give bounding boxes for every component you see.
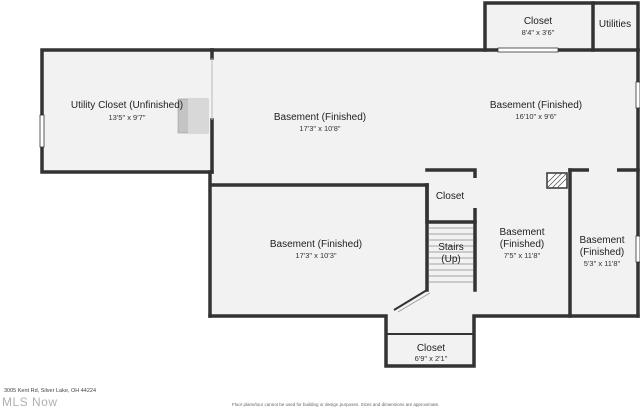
window-right-top xyxy=(635,81,640,109)
closet-bottom-dims: 6'9" x 2'1" xyxy=(415,354,448,363)
stair-treads xyxy=(429,227,473,283)
closet-top-name: Closet xyxy=(524,16,553,27)
walls xyxy=(40,1,640,368)
basement-5-name-line2: (Finished) xyxy=(580,247,624,258)
utility-closet-dims: 13'5" x 9'7" xyxy=(109,113,146,122)
wall-bottom xyxy=(208,314,640,368)
address-text: 3005 Kent Rd, Silver Lake, OH 44224 xyxy=(4,388,97,394)
basement-2-dims: 16'10" x 9'6" xyxy=(515,112,556,121)
room-labels: Utility Closet (Unfinished) 13'5" x 9'7"… xyxy=(71,16,631,363)
utility-equipment xyxy=(177,58,213,134)
door-closet-mid xyxy=(473,178,477,208)
closet-top-floor xyxy=(485,3,593,50)
windows xyxy=(39,47,640,263)
closet-bottom-name: Closet xyxy=(417,343,446,354)
disclaimer-text: Floor plans/tour cannot be used for buil… xyxy=(232,402,440,407)
window-utility-left xyxy=(39,114,45,148)
utilities-floor xyxy=(593,3,638,50)
basement-5-dims: 5'3" x 11'8" xyxy=(584,259,621,268)
stairs-name-line1: Stairs xyxy=(438,242,464,253)
basement-4-name-line2: (Finished) xyxy=(500,239,544,250)
window-right-bottom xyxy=(635,235,640,263)
door-basement5-top xyxy=(589,168,617,172)
window-closet-top-bottom xyxy=(497,47,559,53)
utility-closet-name: Utility Closet (Unfinished) xyxy=(71,100,183,111)
column-hatch xyxy=(546,172,568,189)
basement-1-name: Basement (Finished) xyxy=(274,112,366,123)
watermark-text: MLS Now xyxy=(2,395,58,409)
closet-top-dims: 8'4" x 3'6" xyxy=(522,28,555,37)
basement-5-name-line1: Basement xyxy=(579,235,624,246)
main-basement-floor xyxy=(210,50,638,366)
closet-mid-name: Closet xyxy=(436,191,465,202)
basement-4-dims: 7'5" x 11'8" xyxy=(504,251,541,260)
doorways xyxy=(473,168,617,208)
stair-angled-wall xyxy=(393,289,428,311)
wall-closet-top xyxy=(483,1,640,52)
basement-3-name: Basement (Finished) xyxy=(270,239,362,250)
utilities-name: Utilities xyxy=(599,19,631,30)
basement-3-dims: 17'3" x 10'3" xyxy=(295,251,336,260)
basement-2-name: Basement (Finished) xyxy=(490,100,582,111)
stair-angled-wall-inner xyxy=(397,292,431,313)
basement-4-name-line1: Basement xyxy=(499,227,544,238)
basement-1-dims: 17'3" x 10'8" xyxy=(299,124,340,133)
wall-utility-outer xyxy=(40,48,214,174)
stairs-name-line2: (Up) xyxy=(441,254,460,265)
